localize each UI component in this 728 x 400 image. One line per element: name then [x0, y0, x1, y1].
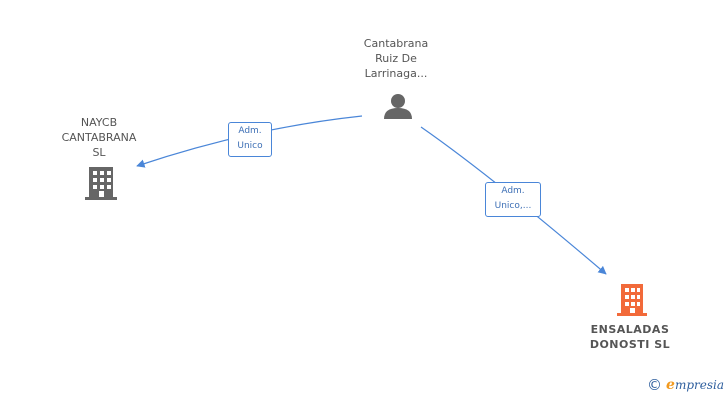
brand-logo[interactable]: empresia: [666, 377, 724, 393]
person-icon[interactable]: [384, 94, 412, 119]
building-icon[interactable]: [85, 167, 117, 200]
brand-logo-initial: e: [666, 377, 675, 393]
company-naycb-label[interactable]: NAYCB CANTABRANA SL: [61, 116, 137, 159]
edge-label-adm-unico-truncated: Adm. Unico,...: [485, 182, 541, 217]
footer-brand: © empresia: [647, 376, 724, 394]
building-icon[interactable]: [617, 284, 647, 316]
edge-label-adm-unico: Adm. Unico: [228, 122, 272, 157]
copyright-icon: ©: [647, 376, 663, 394]
person-name-label[interactable]: Cantabrana Ruiz De Larrinaga...: [363, 37, 429, 80]
company-ensaladas-label[interactable]: ENSALADAS DONOSTI SL: [589, 323, 671, 351]
brand-logo-text: mpresia: [674, 378, 724, 392]
